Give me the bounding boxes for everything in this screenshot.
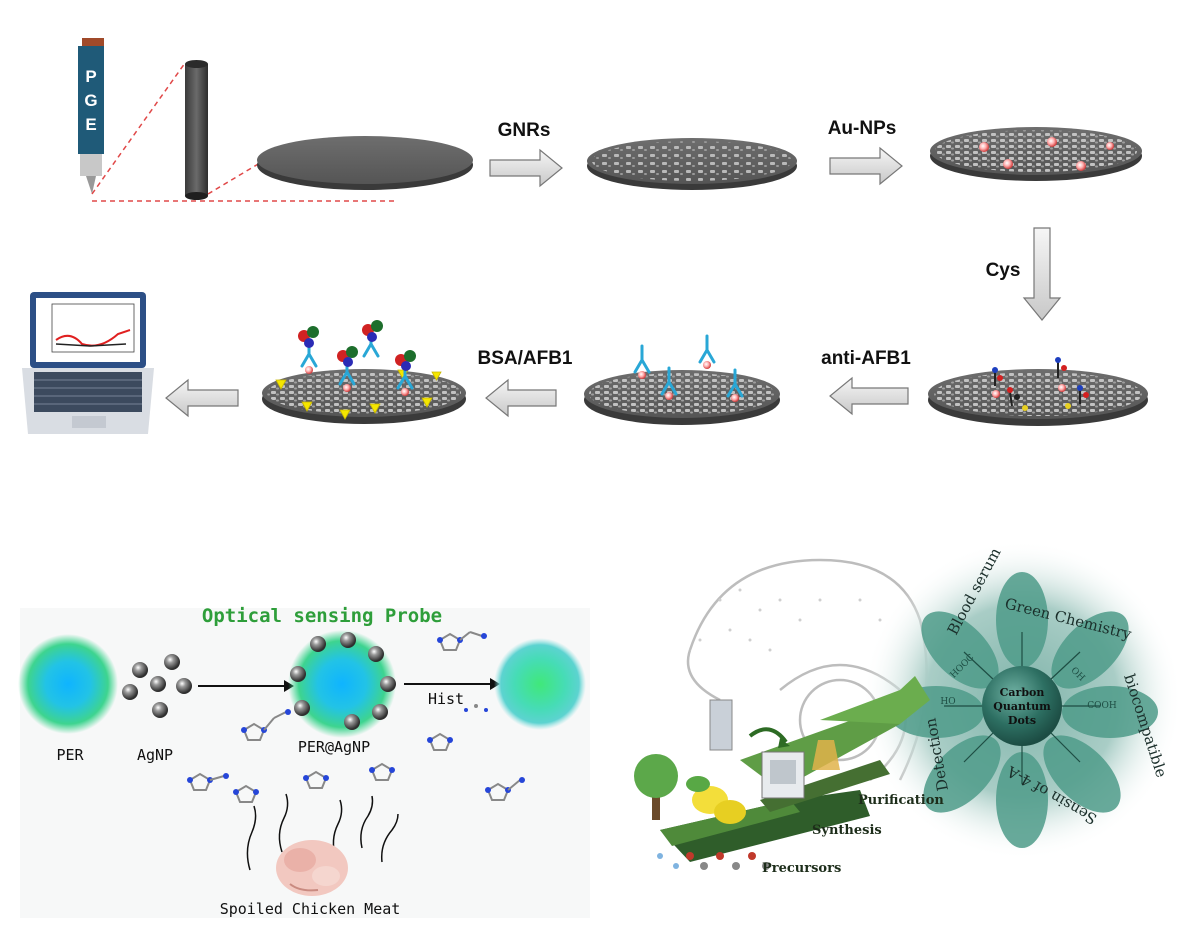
cqd-ligands (944, 632, 1100, 784)
step-precursors: Precursors (762, 861, 841, 876)
lab-instruments-icon (709, 699, 840, 799)
electrode-letter-p: P (85, 67, 96, 86)
label-agnp: AgNP (137, 746, 173, 764)
label-anti-afb1: anti-AFB1 (821, 348, 911, 369)
label-spoiled-chicken: Spoiled Chicken Meat (220, 900, 401, 918)
step-purification: Purification (858, 793, 944, 808)
arrow-bsa-afb1 (485, 378, 557, 418)
label-hist: Hist (428, 690, 464, 708)
cys-disk (928, 357, 1148, 426)
petal-group-cooh: COOH (1087, 701, 1117, 711)
electrode-letter-g: G (84, 91, 97, 110)
recovered-quantum-dot (494, 638, 586, 730)
gnr-disk (587, 138, 797, 190)
label-gnrs: GNRs (498, 120, 551, 141)
bare-electrode-disk (257, 136, 473, 190)
label-per: PER (56, 746, 84, 764)
cqd-text-dots: Dots (1008, 714, 1036, 727)
antibody-disk (584, 334, 780, 425)
graphite-rod (185, 60, 208, 200)
tree-icon (634, 754, 678, 820)
cqd-text-quantum: Quantum (993, 700, 1051, 713)
precursor-molecules (657, 852, 770, 870)
pge-electrode (78, 38, 104, 194)
label-au-nps: Au-NPs (828, 118, 897, 139)
per-agnp-probe (288, 630, 396, 738)
arrow-au-nps (829, 146, 903, 186)
arrow-cys (1022, 227, 1062, 321)
petal-group-ho: HO (940, 697, 955, 707)
electrode-letter-e: E (85, 115, 96, 134)
per-quantum-dot (18, 634, 118, 734)
agnp-cluster (122, 654, 192, 718)
immunosensor-disk (262, 320, 466, 424)
chicken-meat-icon (276, 840, 348, 896)
step-synthesis: Synthesis (812, 823, 882, 838)
aunp-disk (930, 127, 1142, 181)
label-cys: Cys (986, 260, 1021, 281)
arrow-to-readout (165, 378, 239, 418)
histamine-molecules (187, 631, 525, 803)
laptop-icon (22, 292, 154, 434)
lemon-dots (698, 588, 882, 652)
zoom-guide-lines (91, 62, 395, 202)
lemons-icon (686, 776, 746, 824)
probe-title: Optical sensing Probe (202, 605, 442, 627)
cqd-core (982, 666, 1062, 746)
arrow-anti-afb1 (829, 376, 909, 416)
arrow-gnrs (489, 148, 563, 188)
cqd-text-carbon: Carbon (1000, 686, 1045, 699)
label-bsa-afb1: BSA/AFB1 (477, 348, 572, 369)
label-per-agnp: PER@AgNP (298, 738, 370, 756)
